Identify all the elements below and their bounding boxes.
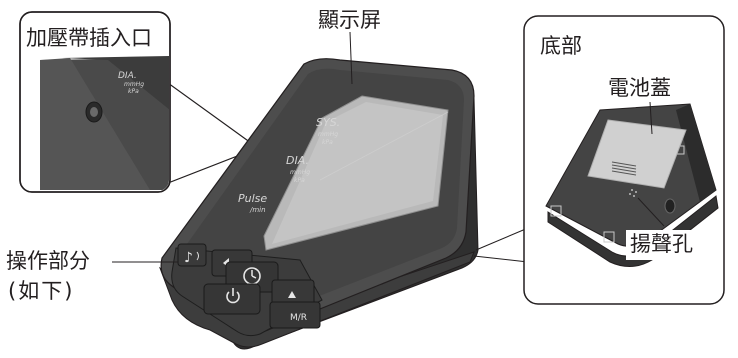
display-leader bbox=[349, 31, 353, 85]
mr-label: M/R bbox=[290, 313, 307, 323]
main-unit: SYS. mmHg kPa DIA. mmHg kPa Pulse /min ♪ bbox=[158, 58, 479, 350]
speaker-holes bbox=[629, 189, 637, 197]
speaker-leader bbox=[637, 197, 665, 227]
foot-front-right bbox=[603, 231, 615, 243]
controls-sublabel: (如下) bbox=[8, 279, 75, 303]
cuff-port-label: 加壓帶插入口 bbox=[26, 26, 152, 50]
cuff-port-hole bbox=[85, 101, 103, 123]
controls-label: 操作部分 bbox=[6, 249, 90, 273]
inset-kpa-label: kPa bbox=[128, 88, 139, 95]
battery-cover-label: 電池蓋 bbox=[608, 76, 671, 100]
bottom-label: 底部 bbox=[540, 34, 582, 58]
mr-button[interactable] bbox=[269, 301, 321, 329]
pulse-label: Pulse bbox=[238, 192, 267, 205]
inset-dia-label: DIA. bbox=[118, 71, 137, 81]
battery-cover-grip bbox=[611, 161, 637, 176]
sys-mmhg-label: mmHg bbox=[318, 131, 338, 138]
cuff-port-inset: DIA. mmHg kPa bbox=[19, 11, 171, 193]
dia-label: DIA. bbox=[286, 154, 309, 167]
sys-kpa-label: kPa bbox=[322, 139, 333, 146]
button-panel: ♪ M/R bbox=[171, 243, 323, 337]
dia-mmhg-label: mmHg bbox=[290, 169, 310, 176]
per-min-label: /min bbox=[249, 206, 266, 214]
bottom-view-unit bbox=[545, 103, 719, 267]
voice-icon: ♪ bbox=[184, 250, 199, 266]
sys-label: SYS. bbox=[316, 116, 340, 129]
power-button[interactable] bbox=[203, 283, 261, 315]
up-arrow-icon bbox=[288, 291, 296, 298]
svg-text:♪: ♪ bbox=[184, 250, 193, 266]
battery-cover-leader bbox=[649, 101, 653, 135]
foot-front-left bbox=[550, 205, 562, 217]
bottom-inset-leader-top bbox=[475, 227, 529, 251]
speaker-hole-label: 揚聲孔 bbox=[630, 232, 693, 256]
voice-button[interactable] bbox=[177, 243, 207, 267]
display-label: 顯示屏 bbox=[318, 8, 381, 32]
dia-kpa-label: kPa bbox=[294, 177, 305, 184]
power-icon bbox=[226, 288, 240, 304]
inset-mmhg-label: mmHg bbox=[124, 81, 144, 88]
bottom-inset bbox=[523, 15, 725, 305]
side-port bbox=[664, 198, 676, 214]
bottom-inset-leader-bottom bbox=[473, 255, 529, 263]
